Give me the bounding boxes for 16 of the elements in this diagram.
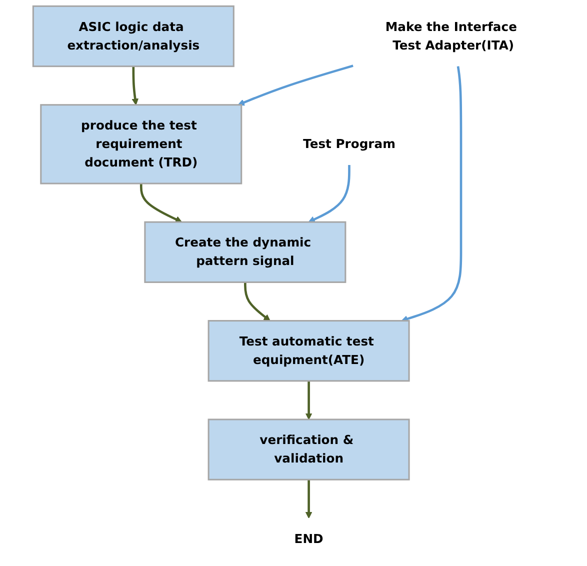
arrow — [308, 165, 351, 223]
arrow — [244, 282, 270, 322]
arrow — [140, 184, 182, 223]
node-box: verification & validation — [208, 418, 410, 480]
node-box: Create the dynamic pattern signal — [144, 221, 346, 283]
node-box: ASIC logic data extraction/analysis — [32, 5, 235, 68]
arrow — [306, 480, 312, 518]
arrow — [132, 66, 139, 106]
node-text: END — [294, 531, 324, 546]
arrow — [306, 380, 312, 420]
node-text: Test Program — [303, 136, 396, 152]
node-box: produce the test requirement document (TRD) — [40, 104, 242, 184]
node-text: Make the Interface Test Adapter(ITA) — [386, 19, 518, 52]
arrow — [401, 66, 462, 322]
arrow — [238, 64, 354, 106]
node-box: Test automatic test equipment(ATE) — [208, 320, 410, 382]
